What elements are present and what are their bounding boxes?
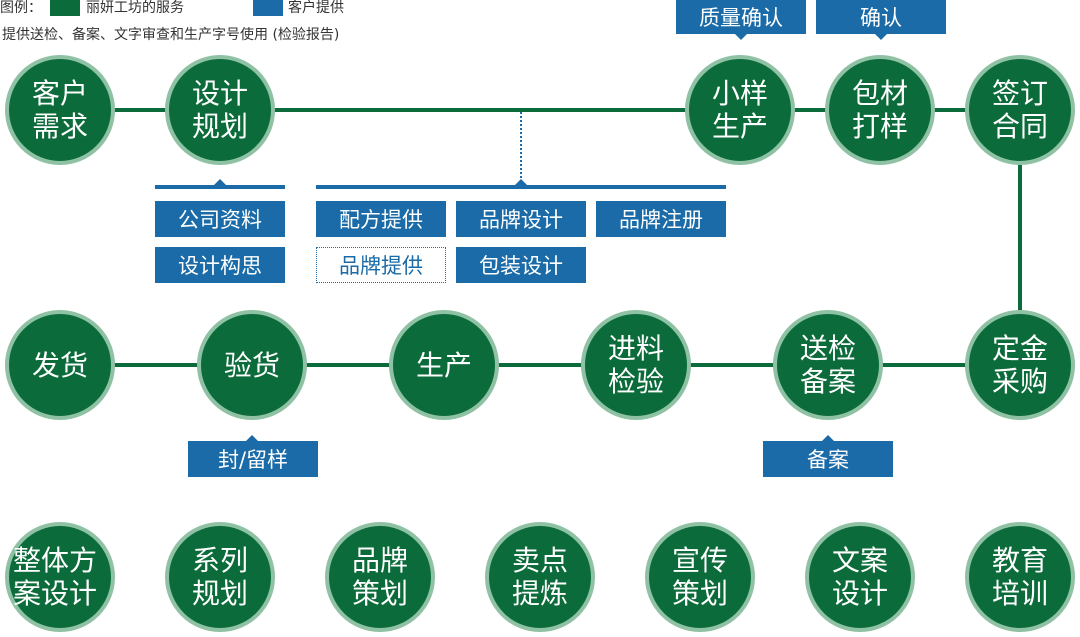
dotted-connector (520, 112, 522, 186)
caret-seal-sample (246, 435, 258, 441)
legend-prefix: 图例： (0, 0, 42, 16)
node-training: 教育培训 (965, 522, 1075, 632)
node-filing-test: 送检备案 (773, 310, 883, 420)
node-customer-demand: 客户需求 (5, 55, 115, 165)
node-brand-plan: 品牌策划 (325, 522, 435, 632)
node-series-plan: 系列规划 (165, 522, 275, 632)
vertical-connector (1018, 165, 1022, 365)
node-material-check: 进料检验 (581, 310, 691, 420)
row1-connector (60, 108, 1020, 112)
node-sign-contract: 签订合同 (965, 55, 1075, 165)
node-promotion-plan: 宣传策划 (645, 522, 755, 632)
node-overall-plan: 整体方案设计 (5, 522, 115, 632)
tag-package-design: 包装设计 (456, 247, 586, 283)
caret-filing (822, 435, 834, 441)
legend-blue-label: 客户提供 (288, 0, 344, 16)
tag-filing: 备案 (763, 441, 893, 477)
tag-brand-register: 品牌注册 (596, 201, 726, 237)
node-packaging-proof: 包材打样 (825, 55, 935, 165)
tag-brand-design: 品牌设计 (456, 201, 586, 237)
node-inspection: 验货 (197, 310, 307, 420)
caret-confirm (875, 34, 887, 40)
node-copywriting: 文案设计 (805, 522, 915, 632)
node-production: 生产 (389, 310, 499, 420)
tag-brand-provide: 品牌提供 (316, 247, 446, 283)
tag-confirm: 确认 (816, 0, 946, 34)
bracket-brand (316, 185, 726, 189)
legend-blue-swatch (253, 0, 283, 16)
node-deposit-purchase: 定金采购 (965, 310, 1075, 420)
tag-company-info: 公司资料 (155, 201, 285, 237)
bracket-company (155, 185, 285, 189)
node-design-plan: 设计规划 (165, 55, 275, 165)
caret-quality-confirm (735, 34, 747, 40)
caret-brand (515, 179, 527, 185)
node-selling-points: 卖点提炼 (485, 522, 595, 632)
caret-company (214, 179, 226, 185)
row2-connector (60, 363, 1020, 367)
node-shipping: 发货 (5, 310, 115, 420)
tag-quality-confirm: 质量确认 (676, 0, 806, 34)
tag-formula: 配方提供 (316, 201, 446, 237)
legend-green-label: 丽妍工坊的服务 (86, 0, 184, 16)
tag-design-concept: 设计构思 (155, 247, 285, 283)
legend-green-swatch (50, 0, 80, 16)
tag-seal-sample: 封/留样 (188, 441, 318, 477)
legend-note: 提供送检、备案、文字审查和生产字号使用 (检验报告) (2, 27, 340, 43)
node-sample-production: 小样生产 (685, 55, 795, 165)
